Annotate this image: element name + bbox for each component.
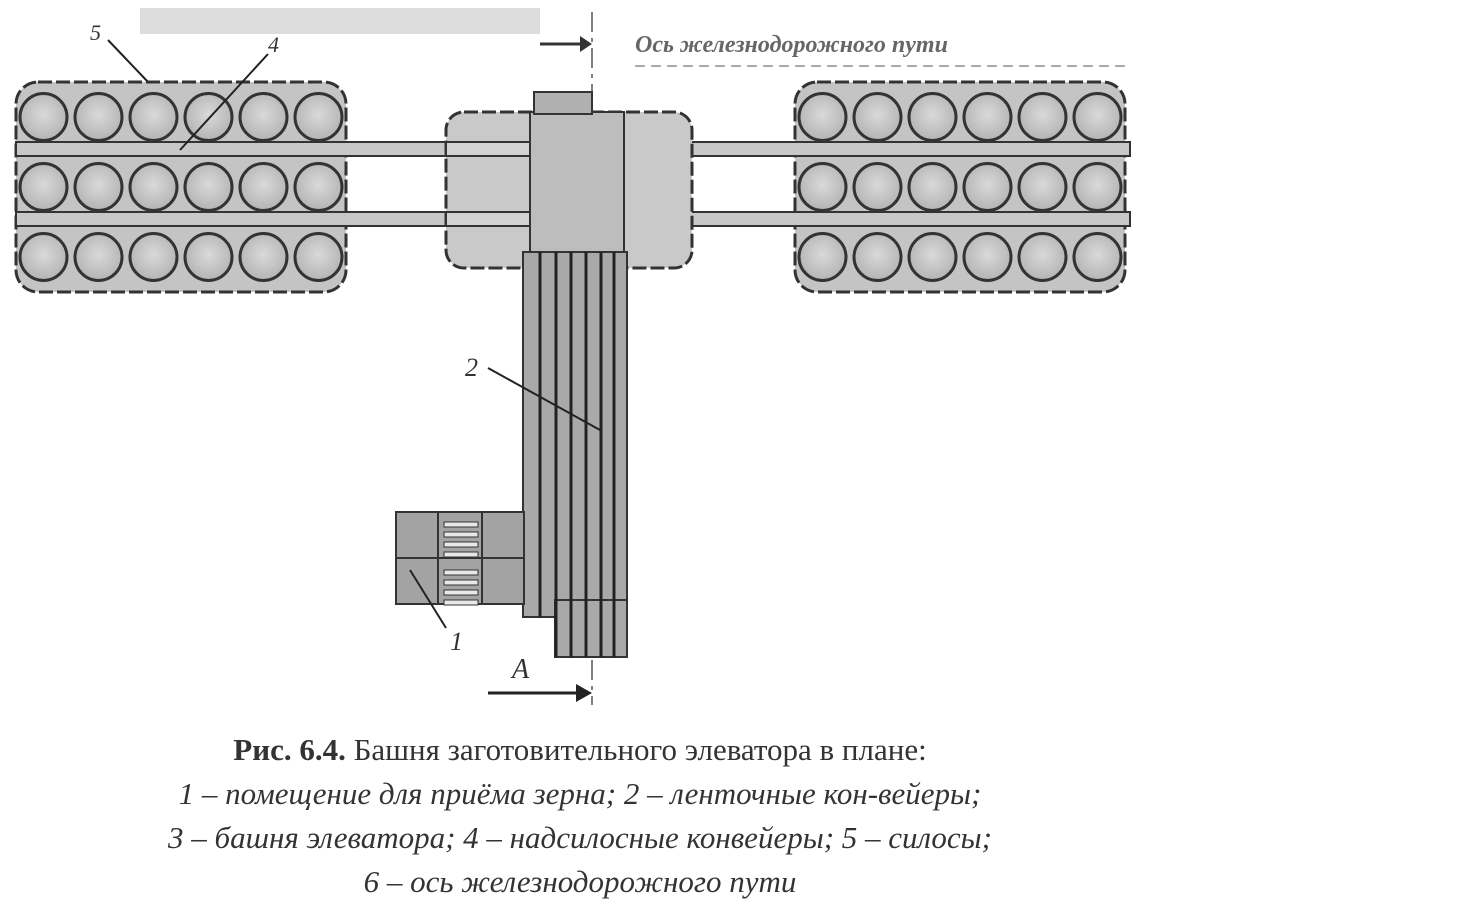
silo-left-1-5: [238, 92, 289, 142]
grain-receiving-room: [395, 511, 525, 606]
silo-block-right: [793, 80, 1127, 294]
callout-1: 1: [450, 627, 463, 656]
silo-right-3-2: [852, 232, 903, 282]
silo-left-2-1: [18, 162, 69, 212]
silo-right-1-2: [852, 92, 903, 142]
belt-conveyor-extension: [554, 599, 628, 658]
silo-left-2-6: [293, 162, 344, 212]
silo-left-3-6: [293, 232, 344, 282]
callout-4-leader: [179, 53, 269, 151]
silo-block-left: [14, 80, 348, 294]
silo-right-3-6: [1072, 232, 1123, 282]
silo-right-3-5: [1017, 232, 1068, 282]
silo-left-2-3: [128, 162, 179, 212]
grate-bar: [443, 531, 479, 538]
figure-caption: Рис. 6.4. Башня заготовительного элевато…: [60, 728, 1100, 904]
elevator-tower-core: [529, 111, 625, 253]
silo-left-2-2: [73, 162, 124, 212]
silo-left-3-2: [73, 232, 124, 282]
caption-title-rest: Башня заготовительного элеватора в плане…: [353, 732, 927, 767]
callout-5: 5: [90, 20, 101, 45]
silo-right-2-6: [1072, 162, 1123, 212]
callout-4: 4: [268, 32, 279, 57]
caption-title: Рис. 6.4. Башня заготовительного элевато…: [60, 728, 1100, 772]
silo-right-3-1: [797, 232, 848, 282]
silo-left-1-2: [73, 92, 124, 142]
silo-right-2-5: [1017, 162, 1068, 212]
silo-left-3-5: [238, 232, 289, 282]
silo-right-2-1: [797, 162, 848, 212]
section-arrow-bottom-head: [576, 684, 592, 702]
silo-left-1-6: [293, 92, 344, 142]
caption-line-2: 3 – башня элеватора; 4 – надсилосные кон…: [167, 820, 992, 855]
tower-conveyor-stub-left-1: [445, 141, 531, 157]
silo-right-3-3: [907, 232, 958, 282]
silo-right-1-3: [907, 92, 958, 142]
silo-left-3-4: [183, 232, 234, 282]
silo-right-1-5: [1017, 92, 1068, 142]
top-smudge: [140, 8, 540, 34]
silo-left-2-4: [183, 162, 234, 212]
railway-axis-label: Ось железнодорожного пути: [635, 32, 948, 58]
belt-conveyors: [522, 251, 628, 658]
silo-right-1-4: [962, 92, 1013, 142]
over-silo-conveyor-right-1: [623, 141, 1131, 157]
caption-title-bold: Рис. 6.4.: [233, 732, 346, 767]
section-label-bottom: A: [510, 654, 530, 685]
callout-1-leader: [409, 569, 447, 629]
elevator-tower-top: [533, 91, 593, 115]
silo-right-1-1: [797, 92, 848, 142]
grate-bar: [443, 521, 479, 528]
silo-left-1-1: [18, 92, 69, 142]
callout-2-leader: [487, 367, 601, 431]
grate-bar: [443, 551, 479, 558]
callout-2: 2: [465, 353, 478, 382]
silo-left-3-1: [18, 232, 69, 282]
caption-line-1: 1 – помещение для приёма зерна; 2 – лент…: [178, 776, 982, 811]
grate-bar: [443, 599, 479, 606]
silo-left-1-3: [128, 92, 179, 142]
silo-right-2-2: [852, 162, 903, 212]
silo-right-3-4: [962, 232, 1013, 282]
section-arrow-top-head: [580, 36, 592, 52]
over-silo-conveyor-right-2: [623, 211, 1131, 227]
silo-right-1-6: [1072, 92, 1123, 142]
silo-left-3-3: [128, 232, 179, 282]
grate-bar: [443, 541, 479, 548]
receiving-room-grates: [443, 521, 479, 606]
grate-bar: [443, 579, 479, 586]
callout-5-leader: [107, 39, 149, 83]
grate-bar: [443, 589, 479, 596]
silo-right-2-3: [907, 162, 958, 212]
grate-bar: [443, 569, 479, 576]
caption-line-3: 6 – ось железнодорожного пути: [363, 864, 797, 899]
silo-right-2-4: [962, 162, 1013, 212]
tower-conveyor-stub-left-2: [445, 211, 531, 227]
silo-left-2-5: [238, 162, 289, 212]
